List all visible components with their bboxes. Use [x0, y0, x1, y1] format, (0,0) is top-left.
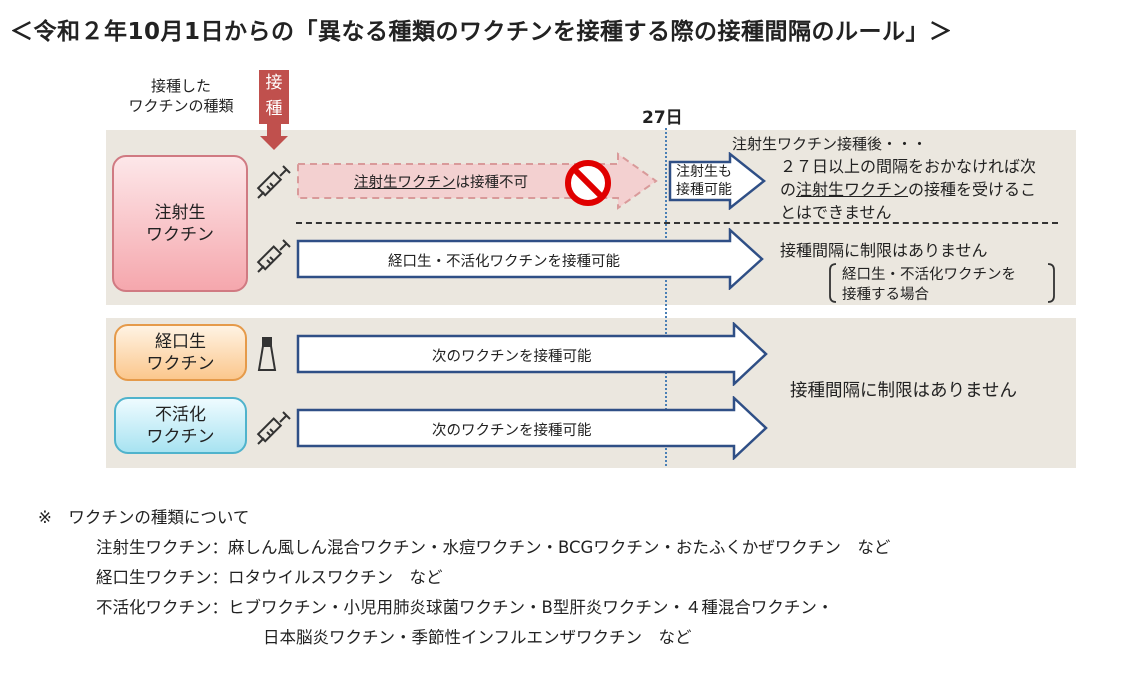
not-allowed-text: 注射生ワクチンは接種不可	[354, 171, 528, 192]
footnote-inactive: 不活化ワクチン：ヒブワクチン・小児用肺炎球菌ワクチン・B型肝炎ワクチン・４種混合…	[96, 598, 834, 617]
oral-next-ok-text: 次のワクチンを接種可能	[432, 349, 592, 365]
after-27-days-text: 注射生も 接種可能	[676, 164, 732, 198]
vaccine-type-label: 接種した ワクチンの種類	[128, 77, 234, 115]
injectable-live-vaccine-box: 注射生 ワクチン	[112, 155, 248, 292]
inactive-next-ok-text: 次のワクチンを接種可能	[432, 423, 592, 439]
syringe-icon	[254, 164, 292, 206]
day-27-label: 27日	[642, 108, 683, 128]
not-allowed-vaccine-name: 注射生ワクチン	[354, 175, 456, 191]
footnote-inactive-cont: 日本脳炎ワクチン・季節性インフルエンザワクチン など	[263, 628, 692, 647]
rule-line-2-vaccine: 注射生ワクチン	[796, 180, 909, 199]
no-limit-note-2: 接種間隔に制限はありません	[790, 381, 1017, 401]
rule-line-2: の注射生ワクチンの接種を受けるこ	[780, 176, 1036, 200]
after-27-days-arrow	[668, 151, 768, 214]
oral-dropper-icon	[256, 336, 278, 376]
footnote-heading: ※ ワクチンの種類について	[38, 508, 250, 527]
footnote-injectable: 注射生ワクチン：麻しん風しん混合ワクチン・水痘ワクチン・BCGワクチン・おたふく…	[96, 538, 891, 557]
day-27-line	[665, 128, 667, 466]
syringe-icon	[254, 410, 292, 452]
case-bracket: 経口生・不活化ワクチンを 接種する場合	[828, 262, 1056, 304]
oral-next-ok-arrow	[296, 321, 770, 390]
oral-inactive-ok-arrow	[296, 227, 766, 294]
injection-badge-text: 接 種	[265, 73, 283, 119]
syringe-icon	[254, 238, 292, 280]
footnote-oral: 経口生ワクチン：ロタウイルスワクチン など	[96, 568, 443, 587]
dashed-separator	[296, 222, 1058, 224]
after-injection-note: 注射生ワクチン接種後・・・	[732, 135, 928, 153]
rule-line-2-prefix: の	[780, 180, 797, 199]
prohibited-icon	[563, 158, 613, 212]
not-allowed-suffix: は接種不可	[455, 175, 529, 191]
rule-line-1: ２７日以上の間隔をおかなければ次	[780, 157, 1037, 176]
oral-live-vaccine-box: 経口生 ワクチン	[114, 324, 247, 381]
case-line-1: 経口生・不活化ワクチンを	[842, 267, 1016, 283]
oral-inactive-ok-text: 経口生・不活化ワクチンを接種可能	[388, 254, 620, 270]
case-line-2: 接種する場合	[842, 287, 929, 303]
injection-badge: 接 種	[256, 68, 292, 152]
inactivated-vaccine-box: 不活化 ワクチン	[114, 397, 247, 454]
inactive-next-ok-arrow	[296, 395, 770, 464]
rule-line-2-suffix: の接種を受けるこ	[908, 180, 1037, 199]
rule-line-3: とはできません	[780, 203, 892, 222]
page-title: ＜令和２年10月1日からの「異なる種類のワクチンを接種する際の接種間隔のルール」…	[10, 19, 953, 45]
not-allowed-arrow	[296, 152, 660, 214]
no-limit-note-1: 接種間隔に制限はありません	[780, 241, 988, 260]
